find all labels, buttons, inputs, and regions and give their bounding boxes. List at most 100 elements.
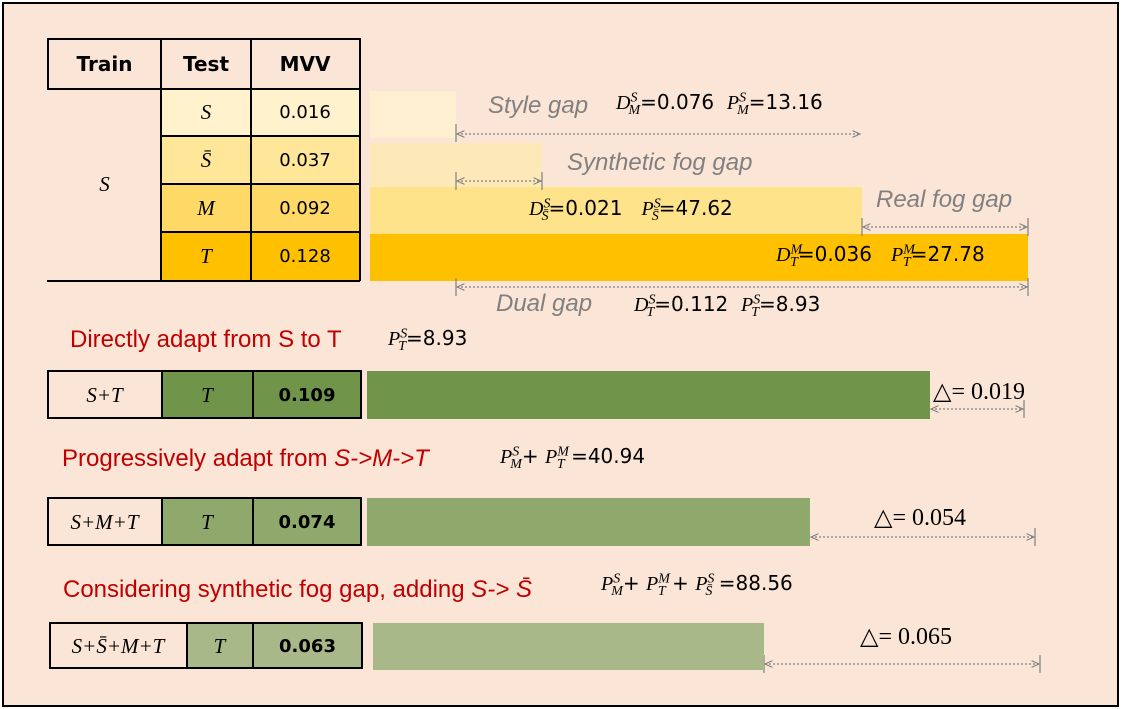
delta-arrow-3 <box>763 655 1041 673</box>
section2-top-border <box>47 497 361 499</box>
dual-gap-d-value: =0.112 <box>654 292 729 316</box>
mvv-value-s: 0.016 <box>279 102 331 123</box>
section1-title: Directly adapt from S to T <box>70 326 342 353</box>
section2-test: T <box>201 509 213 534</box>
synthetic-gap-d-value: =0.021 <box>548 196 623 220</box>
test-label-m: M <box>197 195 215 220</box>
section3-top-border <box>49 622 362 624</box>
delta-arrow-1 <box>931 400 1025 418</box>
synthetic-gap-p-value: =47.62 <box>658 196 733 220</box>
section2-train: S+M+T <box>70 509 139 534</box>
section3-col-divider <box>252 622 254 669</box>
section1-bottom-border <box>47 417 361 419</box>
col-divider <box>160 38 162 281</box>
section2-title-prefix: Progressively adapt from <box>62 445 335 472</box>
section1-left-border <box>47 370 49 419</box>
synthetic-gap-label: Synthetic fog gap <box>567 149 753 176</box>
style-gap-arrow <box>455 124 860 142</box>
style-gap-d-value: =0.076 <box>640 90 715 114</box>
style-gap-metrics: DSM=0.076 PSM=13.16 <box>616 90 823 118</box>
mvv-value-m: 0.092 <box>279 197 331 219</box>
style-gap-p-value: =13.16 <box>748 90 823 114</box>
section2-delta: △= 0.054 <box>874 505 966 531</box>
test-label-sbar: S̄ <box>200 147 212 172</box>
section1-metric-value: =8.93 <box>406 326 468 350</box>
section3-train: S+S̄+M+T <box>71 633 165 658</box>
section3-left-border <box>49 622 51 669</box>
bar-s <box>370 91 456 138</box>
section2-col-divider <box>252 497 254 546</box>
synthetic-gap-metrics: DSS̄=0.021 PSS̄=47.62 <box>529 196 733 224</box>
section2-bottom-border <box>47 544 361 546</box>
section2-col-divider <box>161 497 163 546</box>
section2-mvv: 0.074 <box>278 511 336 533</box>
table-header-border <box>47 88 360 90</box>
section1-test: T <box>201 382 213 407</box>
dual-gap-p-value: =8.93 <box>759 292 821 316</box>
real-gap-label: Real fog gap <box>876 186 1013 213</box>
row-divider <box>161 135 360 137</box>
bar-t <box>370 234 1028 281</box>
mvv-value-t: 0.128 <box>279 245 331 267</box>
section1-mvv: 0.109 <box>278 384 336 406</box>
section3-metric: PSM+ PMT + PSS̄ =88.56 <box>601 571 793 599</box>
section2-right-border <box>360 497 362 546</box>
section1-col-divider <box>252 370 254 419</box>
test-t-bg <box>161 232 359 280</box>
real-gap-d-value: =0.036 <box>797 242 872 266</box>
section3-title-italic: S-> S̄ <box>471 576 532 603</box>
section3-col-divider <box>186 622 188 669</box>
section2-title: Progressively adapt from S->M->T <box>62 445 429 473</box>
style-gap-label: Style gap <box>488 92 589 119</box>
mvv-value-sbar: 0.037 <box>279 149 331 171</box>
section3-test: T <box>213 633 226 658</box>
table-right-border <box>359 38 361 281</box>
header-mvv: MVV <box>279 52 331 76</box>
table-left-border <box>47 38 49 88</box>
gap-arrows <box>455 124 1041 673</box>
row-divider <box>161 231 360 233</box>
test-m-bg <box>161 184 359 232</box>
test-label-t: T <box>200 243 212 268</box>
section3-test-bg <box>187 624 362 668</box>
header-test: Test <box>182 52 229 76</box>
section1-metric: PST=8.93 <box>388 326 468 354</box>
section3-title: Considering synthetic fog gap, adding S-… <box>63 576 532 604</box>
dual-gap-metrics: DST=0.112 PST=8.93 <box>634 292 821 320</box>
section1-train: S+T <box>86 382 123 407</box>
test-sbar-bg <box>161 136 359 184</box>
real-gap-arrow <box>861 218 1029 236</box>
table-bottom-border <box>47 280 360 282</box>
dual-gap-arrow <box>455 278 1029 296</box>
section3-mvv: 0.063 <box>279 635 336 657</box>
section3-metric-value: =88.56 <box>718 571 793 595</box>
section1-test-bg <box>162 372 360 418</box>
section3-bottom-border <box>49 667 362 669</box>
section3-right-border <box>361 622 363 669</box>
header-train: Train <box>76 52 133 76</box>
train-label: S <box>99 172 110 196</box>
section1-right-border <box>360 370 362 419</box>
synthetic-gap-arrow <box>455 172 543 190</box>
section2-metric-value: =40.94 <box>571 444 646 468</box>
dual-gap-label: Dual gap <box>496 290 593 317</box>
section2-left-border <box>47 497 49 546</box>
section1-delta: △= 0.019 <box>933 379 1025 405</box>
section2-title-italic: S->M->T <box>334 445 429 472</box>
section2-test-bg <box>162 499 360 545</box>
test-label-s: S <box>200 100 212 124</box>
section1-col-divider <box>161 370 163 419</box>
table-top-border <box>47 38 360 40</box>
section3-delta: △= 0.065 <box>860 624 952 650</box>
section1-top-border <box>47 370 361 372</box>
section3-bar <box>373 623 764 670</box>
col-divider <box>250 38 252 281</box>
row-divider <box>161 183 360 185</box>
section2-bar <box>367 498 810 546</box>
delta-arrow-2 <box>811 528 1036 546</box>
test-s-bg <box>161 89 359 136</box>
bar-m <box>370 187 862 234</box>
section3-title-prefix: Considering synthetic fog gap, adding <box>63 576 472 603</box>
real-gap-metrics: DMT=0.036 PMT=27.78 <box>776 242 985 270</box>
